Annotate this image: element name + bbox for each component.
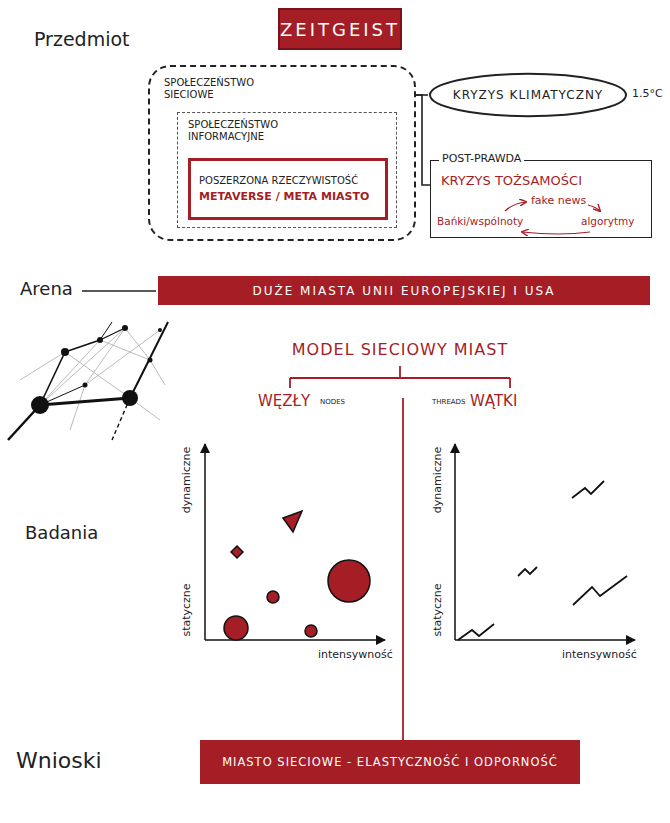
- threads-chart: [455, 444, 635, 640]
- band-text: DUŻE MIASTA UNII EUROPEJSKIEJ I USA: [252, 284, 555, 298]
- label: dynamiczne: [431, 447, 444, 514]
- ellipse-text: KRYZYS KLIMATYCZNY: [453, 88, 603, 102]
- box-text: METAVERSE / META MIASTO: [199, 190, 377, 203]
- label: THREADS: [432, 398, 465, 406]
- label: NODES: [320, 398, 345, 406]
- ellipse-shape: [430, 74, 626, 116]
- process-box: POSZERZONA RZECZYWISTOŚĆ METAVERSE / META…: [188, 158, 388, 220]
- bracket: [290, 366, 510, 388]
- label: MODEL SIECIOWY MIAST: [250, 340, 550, 359]
- label: statyczne: [180, 583, 193, 636]
- title-box: ZEITGEIST: [278, 8, 402, 50]
- label: intensywność: [562, 648, 637, 661]
- note-box: POST-PRAWDAKRYZYS TOŻSAMOŚCIfake newsBań…: [430, 160, 652, 238]
- label: statyczne: [431, 583, 444, 636]
- group-box: SPOŁECZEŃSTWO SIECIOWE SPOŁECZEŃSTWO INFO…: [148, 65, 416, 241]
- band: DUŻE MIASTA UNII EUROPEJSKIEJ I USA: [158, 276, 650, 305]
- group-heading: SPOŁECZEŃSTWO INFORMACYJNE: [188, 119, 308, 143]
- group-box: SPOŁECZEŃSTWO INFORMACYJNE POSZERZONA RZE…: [177, 112, 397, 228]
- box-text: algorytmy: [581, 215, 635, 227]
- box-text: POSZERZONA RZECZYWISTOŚĆ: [199, 175, 377, 186]
- label: intensywność: [318, 648, 393, 661]
- band-text: MIASTO SIECIOWE - ELASTYCZNOŚĆ I ODPORNO…: [222, 755, 558, 769]
- label: WĄTKI: [470, 392, 517, 410]
- band: MIASTO SIECIOWE - ELASTYCZNOŚĆ I ODPORNO…: [200, 740, 580, 784]
- label: Przedmiot: [34, 28, 130, 50]
- box-heading: POST-PRAWDA: [439, 152, 524, 165]
- label: WĘZŁY: [258, 392, 310, 410]
- label: Arena: [20, 278, 73, 299]
- nodes-chart: [205, 444, 385, 640]
- small-arrow: [522, 232, 590, 234]
- ellipse-node: KRYZYS KLIMATYCZNY: [428, 72, 628, 118]
- divider: [402, 398, 404, 760]
- group-heading: SPOŁECZEŃSTWO SIECIOWE: [164, 77, 284, 101]
- connector: [416, 95, 430, 185]
- box-text: Bańki/wspólnoty: [437, 215, 523, 227]
- label: 1.5°C: [632, 87, 663, 100]
- small-arrow: [588, 205, 600, 211]
- small-arrow: [505, 202, 526, 211]
- title-text: ZEITGEIST: [280, 19, 400, 40]
- box-text: KRYZYS TOŻSAMOŚCI: [441, 173, 582, 188]
- box-text: fake news: [531, 194, 586, 207]
- leader-line: [82, 290, 156, 292]
- label: Wnioski: [16, 748, 102, 773]
- label: Badania: [25, 522, 98, 543]
- network-illustration: [8, 322, 168, 440]
- label: dynamiczne: [180, 447, 193, 514]
